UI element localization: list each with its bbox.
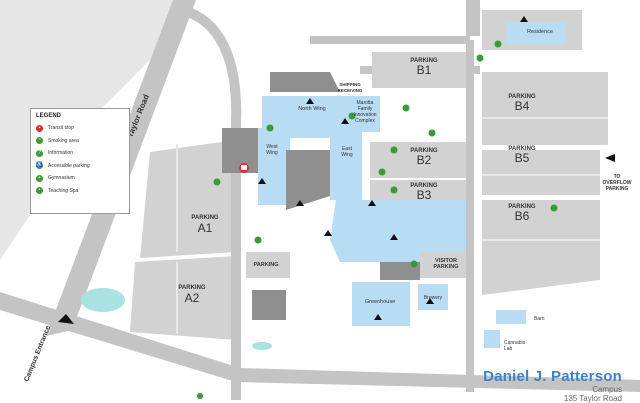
legend-item-information: ? Information [36,147,124,160]
cannabis-line1: Cannabis [504,340,526,346]
legend-item-label: Smoking area [48,137,79,144]
parking-lot-b1[interactable] [372,52,466,88]
legend-item-label: Accessible parking [48,162,90,169]
east-wing-line2: Wing [341,152,353,158]
accessible-icon: ♿ [36,162,43,170]
legend-item-spa: • Teaching Spa [36,185,124,198]
info-icon: ? [36,149,43,157]
accessible-parking-icon [410,260,418,268]
parking-lot-b6[interactable] [482,200,600,295]
central-complex-building[interactable] [330,200,466,262]
spa-icon: • [36,187,43,195]
accessible-parking-icon [390,186,398,194]
smoking-area-icon [378,168,386,176]
grounds-west [0,0,180,260]
visitor-parking-line1: VISITOR [435,258,457,264]
marotta-line2: Family [358,106,373,112]
gymnasium-icon [348,112,356,120]
west-wing-building[interactable] [258,128,286,205]
gymnasium-icon: + [36,174,43,182]
legend-item-gymnasium: + Gymnasium [36,172,124,185]
parking-a1-word: PARKING [191,215,219,221]
parking-b4-word: PARKING [508,94,536,100]
parking-a2-word: PARKING [178,285,206,291]
visitor-parking-line2: PARKING [434,264,459,270]
cannabis-line2: Lab [504,346,513,352]
marotta-line3: Innovation [353,112,376,118]
marotta-line4: Complex [355,118,375,124]
parking-b3-word: PARKING [410,183,438,189]
campus-name: Daniel J. Patterson [483,368,622,385]
cannabis-lab-building[interactable] [484,330,500,348]
parking-lot-b5[interactable] [482,150,600,195]
information-icon [266,124,274,132]
barn-building[interactable] [496,310,526,324]
brewery-label: Brewery [424,295,443,301]
smoking-area-icon [428,129,436,137]
greenhouse-label: Greenhouse [365,299,395,305]
legend-item-label: Information [48,150,74,157]
legend-item-accessible: ♿ Accessible parking [36,160,124,173]
north-wing-label: North Wing [298,106,326,112]
shipping-line1: SHIPPING [339,82,361,87]
smoking-area-icon [494,40,502,48]
campus-brand: Daniel J. Patterson Campus 135 Taylor Ro… [483,368,622,403]
parking-b5-code: B5 [515,151,530,165]
parking-lot-small[interactable] [246,252,290,278]
smoking-icon: ~ [36,137,43,145]
legend-item-smoking: ~ Smoking area [36,135,124,148]
legend-item-label: Teaching Spa [48,187,79,194]
accessible-parking-icon [476,54,484,62]
east-wing-line1: East [342,146,353,152]
parking-a2-code: A2 [185,291,200,305]
parking-b6-word: PARKING [508,204,536,210]
marotta-line1: Marotta [357,100,374,106]
bus-icon: ▪ [36,124,43,132]
parking-small-label: PARKING [254,262,279,268]
accessible-parking-icon [254,236,262,244]
residence-building[interactable] [506,22,566,44]
smoking-area-icon [550,204,558,212]
smoking-area-icon [197,393,203,399]
barn-label: Barn [534,316,545,322]
north-access-road[interactable] [180,5,242,400]
residence-label: Residence [527,29,553,35]
parking-lot-a1[interactable] [140,140,236,258]
legend-item-transit: ▪ Transit stop [36,122,124,135]
west-wing-line2: Wing [266,150,278,156]
parking-b1-word: PARKING [410,58,438,64]
parking-b2-word: PARKING [410,148,438,154]
parking-lot-visitor[interactable] [420,252,466,278]
legend-item-label: Gymnasium [48,175,75,182]
shipping-line2: RECEIVING [338,88,363,93]
legend-item-label: Transit stop [48,125,74,132]
map-legend: LEGEND ▪ Transit stop ~ Smoking area ? I… [30,108,130,214]
parking-b4-code: B4 [515,99,530,113]
transit-stop-icon[interactable] [239,163,249,173]
brewery-building[interactable] [418,284,448,310]
overflow-label-line2: OVERFLOW [603,180,632,186]
campus-address: 135 Taylor Road [563,394,622,403]
overflow-label-line3: PARKING [606,186,629,192]
pond-west [81,288,125,312]
parking-b1-code: B1 [417,63,432,77]
east-wing-building[interactable] [330,132,362,200]
entrance-road[interactable] [0,292,640,392]
overflow-label-line1: TO [614,174,621,180]
service-building [270,72,340,92]
accessible-parking-icon [390,146,398,154]
parking-lot-a2[interactable] [130,256,236,340]
west-wing-line1: West [266,144,278,150]
parking-lot-b4[interactable] [482,72,608,145]
campus-subtitle: Campus [592,385,622,394]
parking-b5-word: PARKING [508,146,536,152]
legend-title: LEGEND [36,113,62,119]
parking-b6-code: B6 [515,209,530,223]
accessible-parking-icon [213,178,221,186]
teaching-spa-icon [402,104,410,112]
parking-b2-code: B2 [417,153,432,167]
parking-b3-code: B3 [417,188,432,202]
parking-a1-code: A1 [198,221,213,235]
